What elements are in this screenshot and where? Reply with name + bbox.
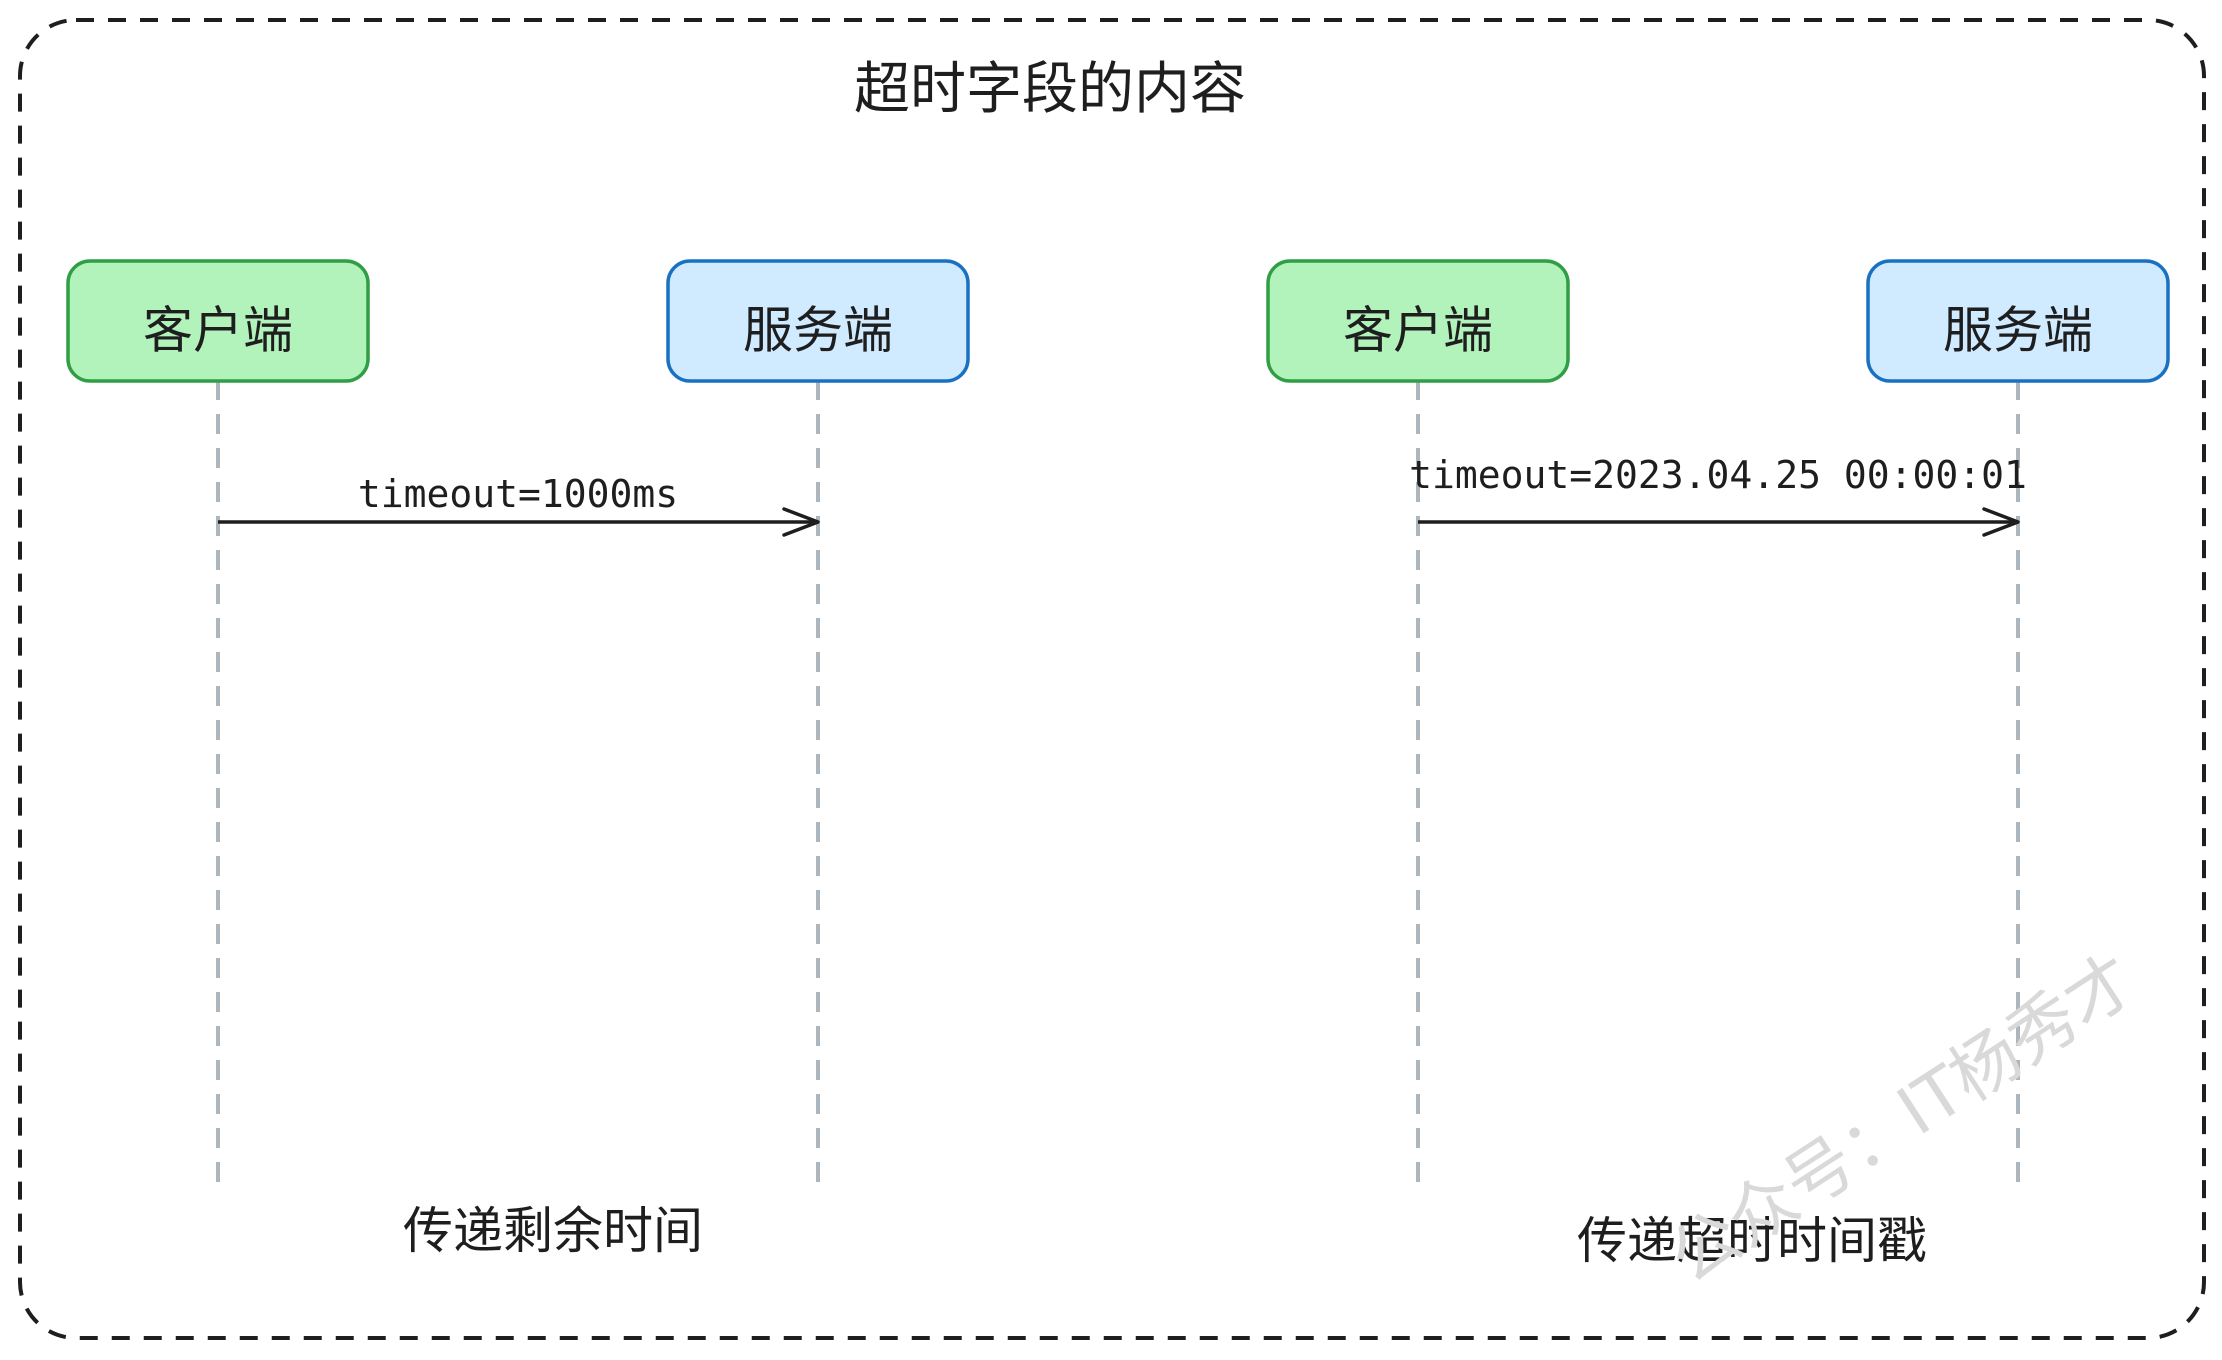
- request-message: timeout=2023.04.25 00:00:01: [1409, 453, 2027, 497]
- server-box: [666, 259, 970, 383]
- panel-caption: 传递超时时间戳: [1577, 1212, 1927, 1270]
- client-box: [1266, 259, 1570, 383]
- request-message: timeout=1000ms: [358, 472, 678, 516]
- server-node: 服务端: [666, 259, 970, 383]
- outer-frame: [18, 18, 2206, 1340]
- panel-remaining-time: 客户端 服务端 timeout=1000ms 传递剩余时间: [66, 259, 970, 1260]
- client-label: 客户端: [143, 302, 293, 360]
- panel-caption: 传递剩余时间: [403, 1202, 703, 1260]
- client-node: 客户端: [66, 259, 370, 383]
- server-label: 服务端: [743, 302, 893, 360]
- server-box: [1866, 259, 2170, 383]
- server-label: 服务端: [1943, 302, 2093, 360]
- client-node: 客户端: [1266, 259, 1570, 383]
- server-node: 服务端: [1866, 259, 2170, 383]
- diagram-title: 超时字段的内容: [854, 57, 1246, 122]
- panel-timestamp: 客户端 服务端 timeout=2023.04.25 00:00:01 传递超时…: [1266, 259, 2170, 1270]
- client-box: [66, 259, 370, 383]
- client-label: 客户端: [1343, 302, 1493, 360]
